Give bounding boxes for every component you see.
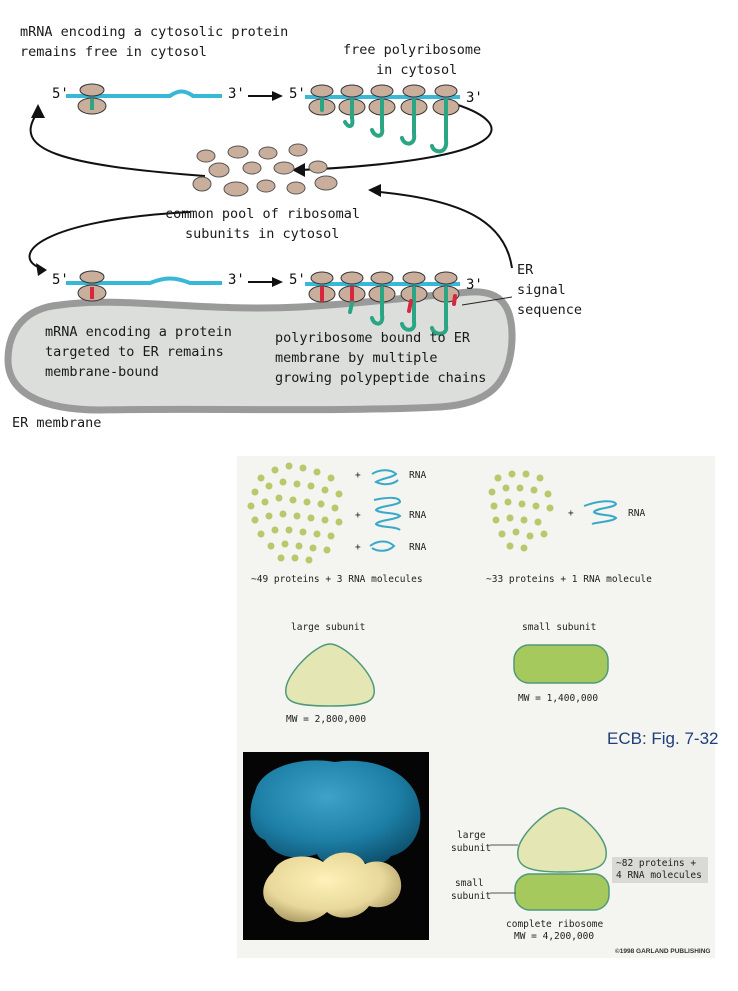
em-ribosome-image (243, 752, 429, 940)
small-composition-label: ~33 proteins + 1 RNA molecule (486, 574, 652, 585)
plus-sign: + (355, 542, 361, 553)
mrna-er-bound (66, 276, 222, 285)
large-subunit-shape (285, 643, 375, 707)
bound-polyribosome-label-line1: polyribosome bound to ER (275, 330, 471, 346)
large-composition-label: ~49 proteins + 3 RNA molecules (251, 574, 423, 585)
cycle-arrows (28, 103, 513, 269)
arrowheads (31, 91, 381, 287)
large-mw-label: MW = 2,800,000 (286, 714, 367, 725)
rna-label: RNA (409, 542, 427, 553)
er-mrna-label-line3: membrane-bound (45, 364, 159, 380)
ribosome-er (77, 270, 107, 302)
complete-small-label-line2: subunit (451, 891, 492, 902)
bound-polyribosome-label-line3: growing polypeptide chains (275, 370, 487, 386)
small-mw-label: MW = 1,400,000 (518, 693, 599, 704)
complete-stats-box (612, 857, 708, 883)
five-prime-label: 5' (289, 86, 306, 102)
small-subunit-shape (513, 644, 609, 684)
copyright-notice: ©1998 GARLAND PUBLISHING (615, 948, 711, 955)
large-subunit-proteins (247, 462, 343, 564)
ribosome-pool (192, 143, 338, 197)
complete-small-label-line1: small (455, 878, 484, 889)
complete-large-label-line2: subunit (451, 843, 492, 854)
free-polyribosome-label-line1: free polyribosome (343, 42, 482, 58)
plus-sign: + (568, 508, 574, 519)
free-polyribosome-label-line2: in cytosol (376, 62, 458, 78)
em-small-subunit (263, 852, 402, 923)
figure-caption: ECB: Fig. 7-32 (607, 729, 719, 748)
complete-large-subunit (517, 807, 607, 873)
rna-label: RNA (409, 470, 427, 481)
ribosome (77, 83, 107, 115)
complete-ribosome-label: complete ribosome (506, 919, 604, 930)
small-subunit-proteins (488, 470, 554, 552)
ribosome-pool-label-line2: subunits in cytosol (185, 226, 340, 242)
complete-small-subunit (514, 873, 610, 911)
em-ribosome-render (250, 760, 421, 923)
large-subunit-label: large subunit (291, 622, 366, 633)
er-growing-chains (320, 286, 457, 336)
rna-label: RNA (628, 508, 646, 519)
complete-stats-line1: ~82 proteins + (616, 858, 697, 869)
small-subunit-label: small subunit (522, 622, 597, 633)
er-membrane-label: ER membrane (12, 415, 102, 431)
plus-sign: + (355, 510, 361, 521)
three-prime-label: 3' (228, 272, 245, 288)
plus-sign: + (355, 470, 361, 481)
cytosolic-mrna-label-line1: mRNA encoding a cytosolic protein (20, 24, 289, 40)
rna-label: RNA (409, 510, 427, 521)
five-prime-label: 5' (52, 272, 69, 288)
five-prime-label: 5' (289, 272, 306, 288)
cytosolic-mrna-label-line2: remains free in cytosol (20, 44, 207, 60)
growing-chains (320, 98, 449, 154)
er-mrna-label-line2: targeted to ER remains (45, 344, 224, 360)
complete-large-label-line1: large (457, 830, 486, 841)
signal-pointer (461, 296, 513, 306)
er-signal-label-line3: sequence (517, 302, 583, 318)
bound-polyribosome-label-line2: membrane by multiple (275, 350, 438, 366)
complete-stats-line2: 4 RNA molecules (616, 870, 702, 881)
er-signal-label-line2: signal (517, 282, 566, 298)
three-prime-label: 3' (466, 90, 483, 106)
er-lumen (4, 288, 516, 414)
rna-icons (369, 469, 618, 552)
three-prime-label: 3' (228, 86, 245, 102)
er-mrna-label-line1: mRNA encoding a protein (45, 324, 232, 340)
er-signal-label-line1: ER (517, 262, 534, 278)
ribosome-pool-label-line1: common pool of ribosomal (165, 206, 361, 222)
complete-mw-label: MW = 4,200,000 (514, 931, 595, 942)
five-prime-label: 5' (52, 86, 69, 102)
mrna-cytosolic (66, 89, 222, 98)
em-large-subunit (250, 760, 421, 865)
three-prime-label: 3' (466, 277, 483, 293)
